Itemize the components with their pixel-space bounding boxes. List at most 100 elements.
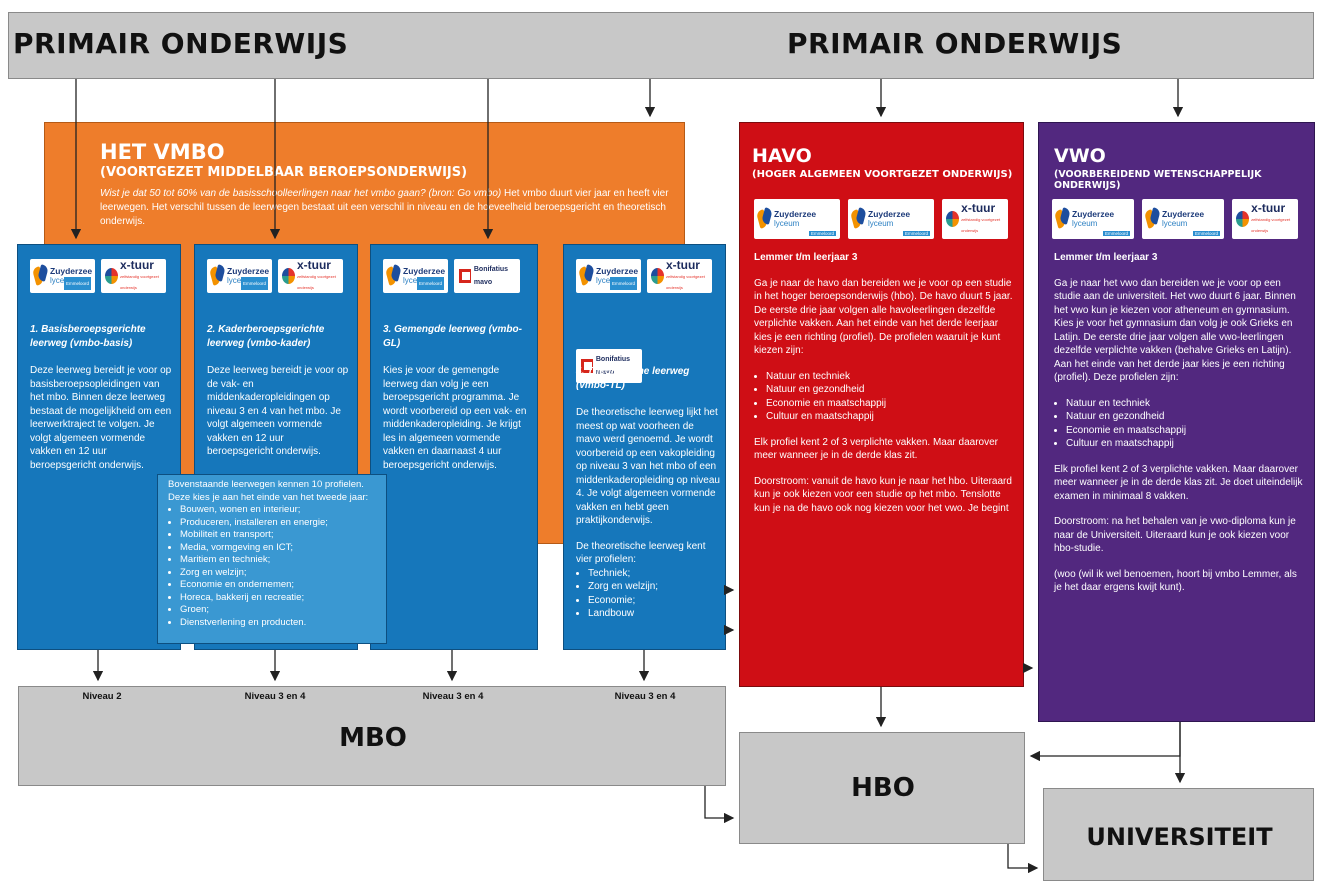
vwo-body: Ga je naar het vwo dan bereiden we je vo… [1054, 277, 1296, 384]
zuyderzee-symbol-icon [758, 208, 772, 230]
list-item: Produceren, installeren en energie; [180, 517, 376, 530]
vwo-box: VWO (VOORBEREIDEND WETENSCHAPPELIJK ONDE… [1038, 122, 1315, 722]
list-item: Economie en maatschappij [766, 397, 1016, 411]
bonifatius-symbol-icon [581, 359, 593, 373]
primair-onderwijs-right-title: PRIMAIR ONDERWIJS [787, 27, 1123, 60]
vwo-subtitle: (VOORBEREIDEND WETENSCHAPPELIJK ONDERWIJ… [1054, 169, 1262, 191]
card-title: 4. Theoretische leerweg (vmbo-TL) [576, 366, 690, 391]
list-item: Bouwen, wonen en interieur; [180, 504, 376, 517]
xtuur-ring-icon [1236, 211, 1250, 227]
arrow-vwo-hbo [1029, 722, 1181, 762]
arrow-hbo-uni [1007, 844, 1039, 874]
hbo-title: HBO [851, 773, 915, 803]
list-item: Cultuur en maatschappij [1066, 437, 1306, 451]
list-item: Media, vormgeving en ICT; [180, 542, 376, 555]
list-item: Zorg en welzijn; [588, 580, 720, 594]
vmbo-title: HET VMBO [100, 140, 225, 164]
list-item: Cultuur en maatschappij [766, 410, 1016, 424]
vmbo-intro: Wist je dat 50 tot 60% van de basisschoo… [100, 187, 680, 229]
list-item: Zorg en welzijn; [180, 567, 376, 580]
mbo-level-label: Niveau 2 [82, 691, 122, 702]
zuyderzee-symbol-icon [852, 208, 866, 230]
vmbo-intro-rest: Het vmbo duurt vier jaar en heeft vier l… [100, 188, 669, 227]
list-item: Groen; [180, 604, 376, 617]
mbo-title: MBO [339, 723, 407, 753]
vwo-p4: (woo (wil ik wel benoemen, hoort bij vmb… [1054, 568, 1297, 594]
list-item: Horeca, bakkerij en recreatie; [180, 592, 376, 605]
card-title: 2. Kaderberoepsgerichte leerweg (vmbo-ka… [207, 324, 325, 349]
universiteit-box: UNIVERSITEIT [1043, 788, 1314, 881]
profiles-list: Bouwen, wonen en interieur; Produceren, … [168, 504, 376, 629]
havo-profiles: Natuur en techniek Natuur en gezondheid … [754, 370, 1016, 424]
xtuur-ring-icon [651, 268, 664, 284]
list-item: Dienstverlening en producten. [180, 617, 376, 630]
xtuur-ring-icon [946, 211, 960, 227]
list-item: Natuur en gezondheid [1066, 410, 1306, 424]
havo-title: HAVO [752, 145, 812, 167]
list-item: Economie en ondernemen; [180, 579, 376, 592]
zuyderzee-symbol-icon [1056, 208, 1070, 230]
hbo-box: HBO [739, 732, 1025, 844]
card-title: 1. Basisberoepsgerichte leerweg (vmbo-ba… [30, 324, 146, 349]
vwo-profiles: Natuur en techniek Natuur en gezondheid … [1054, 397, 1306, 451]
zuyderzee-symbol-icon [34, 265, 48, 287]
card-body: Kies je voor de gemengde leerweg dan vol… [383, 365, 527, 471]
profiles-intro: Bovenstaande leerwegen kennen 10 profiel… [168, 479, 369, 503]
list-item: Economie; [588, 594, 720, 608]
havo-body: Ga je naar de havo dan bereiden we je vo… [754, 277, 1013, 357]
zuyderzee-symbol-icon [1146, 208, 1160, 230]
universiteit-title: UNIVERSITEIT [1086, 823, 1273, 851]
vwo-title: VWO [1054, 145, 1106, 167]
card-profile-list: Techniek; Zorg en welzijn; Economie; Lan… [576, 567, 720, 621]
list-item: Mobiliteit en transport; [180, 529, 376, 542]
list-item: Landbouw [588, 607, 720, 621]
zuyderzee-symbol-icon [211, 265, 225, 287]
list-item: Economie en maatschappij [1066, 424, 1306, 438]
list-item: Techniek; [588, 567, 720, 581]
list-item: Natuur en gezondheid [766, 383, 1016, 397]
vwo-location: Lemmer t/m leerjaar 3 [1054, 252, 1158, 263]
vwo-p3: Doorstroom: na het behalen van je vwo-di… [1054, 516, 1296, 554]
xtuur-ring-icon [282, 268, 295, 284]
bonifatius-logo: Bonifatius mavo [576, 349, 642, 383]
vmbo-intro-italic: Wist je dat 50 tot 60% van de basisschoo… [100, 188, 502, 199]
card-body: De theoretische leerweg lijkt het meest … [576, 407, 720, 526]
profiles-box: Bovenstaande leerwegen kennen 10 profiel… [157, 474, 387, 644]
havo-subtitle: (HOGER ALGEMEEN VOORTGEZET ONDERWIJS) [752, 169, 1013, 180]
primair-onderwijs-left-title: PRIMAIR ONDERWIJS [13, 27, 349, 60]
bonifatius-logo: Bonifatius mavo [454, 259, 520, 293]
havo-box: HAVO (HOGER ALGEMEEN VOORTGEZET ONDERWIJ… [739, 122, 1024, 687]
card-body: Deze leerweg bereidt je voor op basisber… [30, 365, 172, 471]
primair-onderwijs-bar: PRIMAIR ONDERWIJS PRIMAIR ONDERWIJS [8, 12, 1314, 79]
card-extra: De theoretische leerweg kent vier profie… [576, 540, 706, 566]
xtuur-ring-icon [105, 268, 118, 284]
zuyderzee-symbol-icon [387, 265, 401, 287]
havo-p2: Elk profiel kent 2 of 3 verplichte vakke… [754, 436, 999, 462]
zuyderzee-symbol-icon [580, 265, 594, 287]
mbo-level-label: Niveau 3 en 4 [614, 691, 676, 702]
card-body: Deze leerweg bereidt je voor op de vak- … [207, 365, 349, 457]
list-item: Maritiem en techniek; [180, 554, 376, 567]
havo-p3: Doorstroom: vanuit de havo kun je naar h… [754, 475, 1012, 514]
mbo-level-label: Niveau 3 en 4 [244, 691, 306, 702]
vmbo-subtitle: (VOORTGEZET MIDDELBAAR BEROEPSONDERWIJS) [100, 165, 468, 180]
arrow-mbo-hbo [704, 786, 735, 824]
mbo-box: Niveau 2 Niveau 3 en 4 Niveau 3 en 4 Niv… [18, 686, 726, 786]
card-title: 3. Gemengde leerweg (vmbo-GL) [383, 324, 522, 349]
